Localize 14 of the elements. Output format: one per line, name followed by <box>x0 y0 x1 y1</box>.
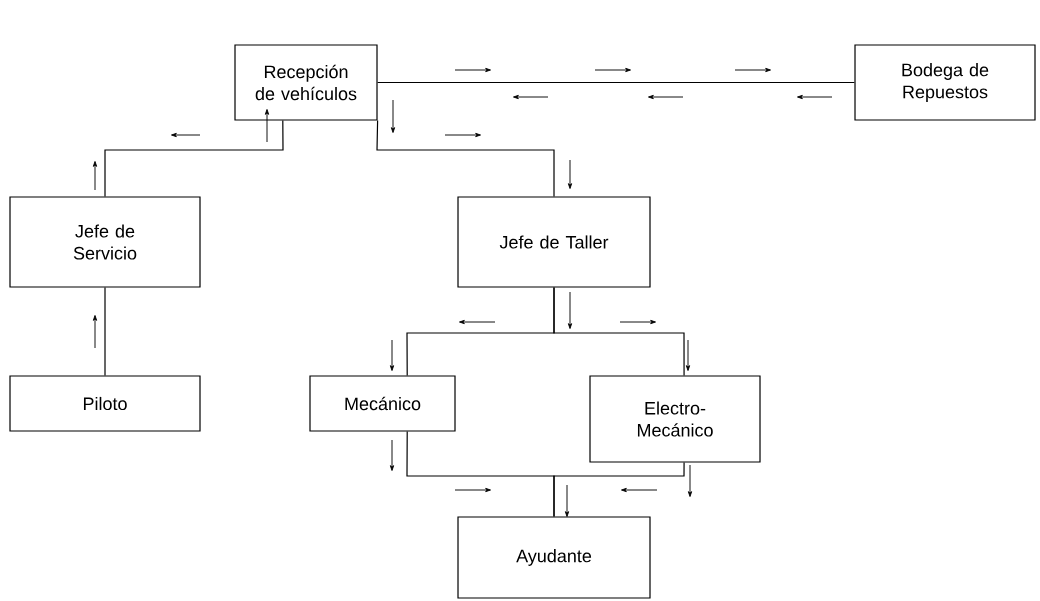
connector <box>104 287 106 376</box>
box: Mecánico <box>309 375 456 432</box>
box: Electro- Mecánico <box>589 375 761 463</box>
box: Piloto <box>9 375 201 432</box>
box: Ayudante <box>457 516 651 599</box>
connector <box>377 81 855 84</box>
box: Jefe de Taller <box>457 196 651 288</box>
connector <box>376 120 555 197</box>
box: Jefe de Servicio <box>9 196 201 288</box>
connector <box>104 120 284 197</box>
box: Recepción de vehículos <box>234 44 378 121</box>
connector <box>553 462 685 517</box>
connector <box>553 287 685 376</box>
box: Bodega de Repuestos <box>854 44 1036 121</box>
